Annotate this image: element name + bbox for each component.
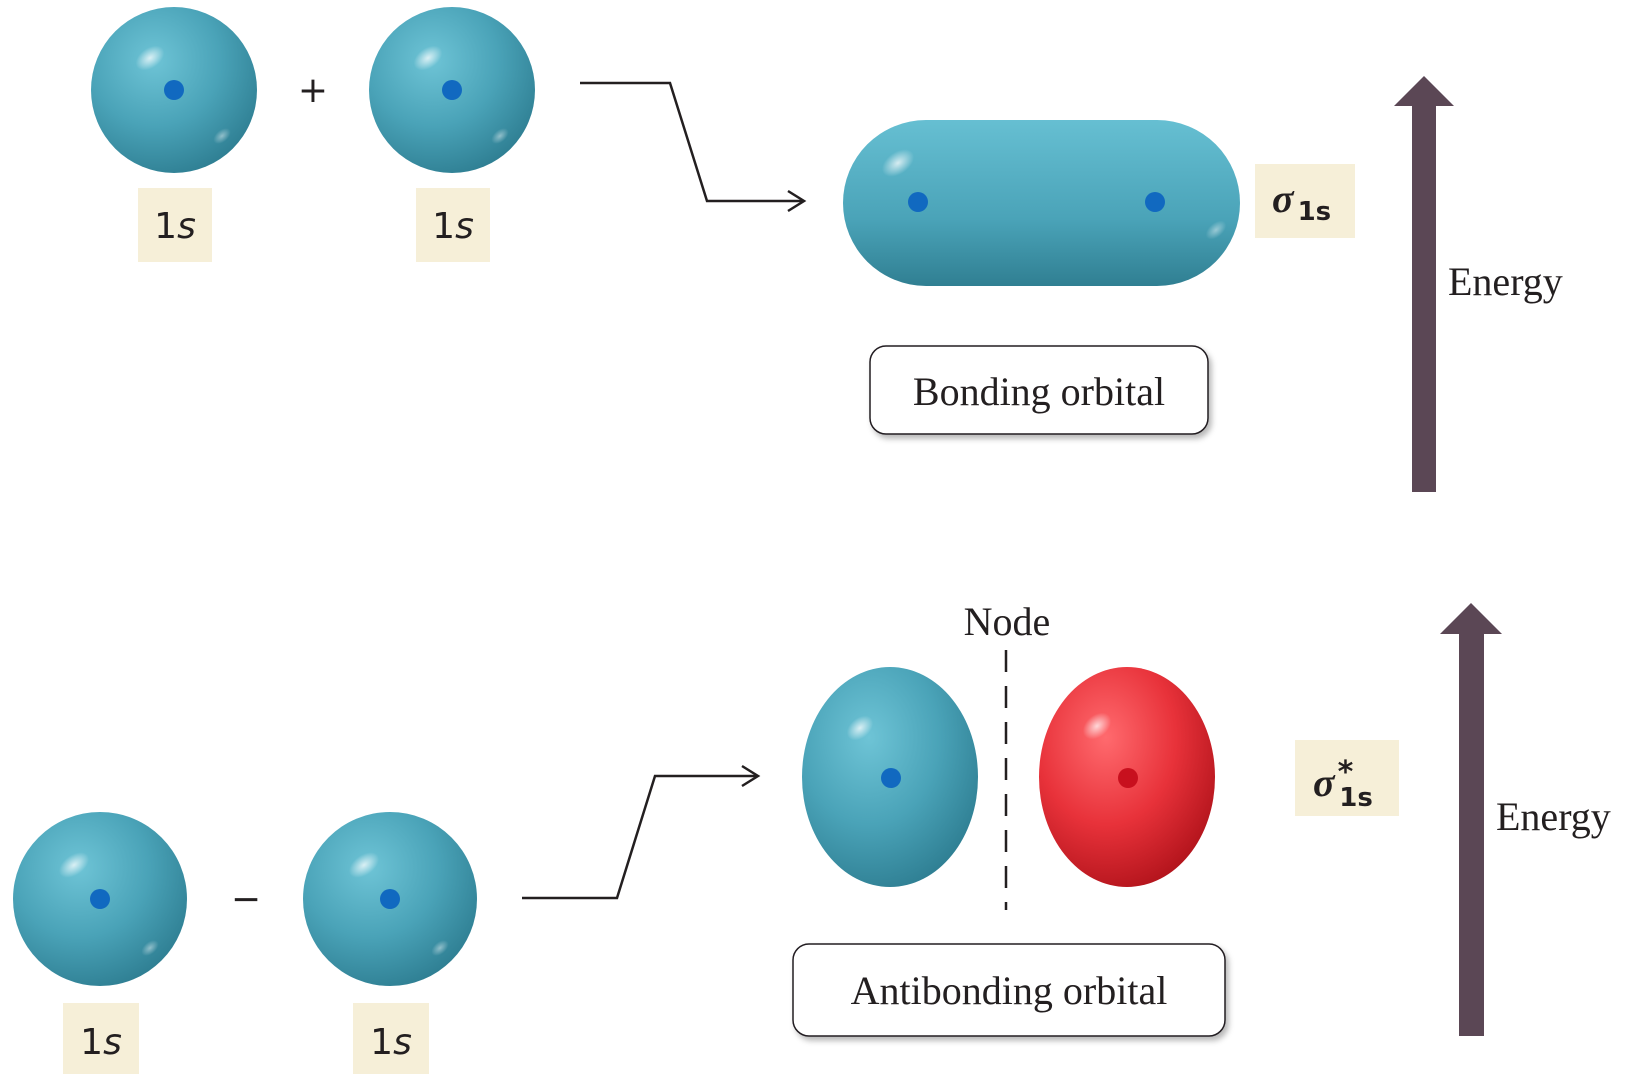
ao-label: 1s	[154, 206, 196, 247]
bonding-ao-left	[91, 7, 257, 173]
energy-label: Energy	[1448, 259, 1563, 304]
node-label: Node	[964, 599, 1051, 644]
antibonding-section: 1s − 1s Node	[13, 599, 1611, 1074]
orbital-highlight	[213, 128, 231, 144]
orbital-highlight	[491, 128, 509, 144]
nucleus	[380, 889, 400, 909]
orbital-highlight	[413, 45, 443, 71]
mo-superscript: *	[1338, 755, 1354, 790]
ao-label: 1s	[370, 1022, 412, 1063]
orbital-highlight	[135, 45, 165, 71]
caption-box	[792, 943, 1226, 1037]
nucleus	[881, 768, 901, 788]
bonding-caption: Bonding orbital	[913, 369, 1165, 414]
mo-label: σ*1s	[1313, 755, 1373, 813]
orbital-highlight	[58, 852, 90, 878]
energy-arrow	[1394, 76, 1454, 492]
energy-arrow	[1440, 603, 1502, 1036]
nucleus	[908, 192, 928, 212]
orbital-capsule	[843, 120, 1240, 286]
orbital-highlight	[1082, 712, 1112, 740]
energy-label: Energy	[1496, 794, 1611, 839]
orbital-highlight	[141, 940, 159, 956]
combination-arrow	[580, 81, 807, 213]
ao-label-number: 1	[80, 1022, 103, 1063]
antibonding-lobe-positive	[802, 667, 978, 887]
mo-symbol: σ	[1313, 760, 1336, 805]
bonding-molecular-orbital	[843, 120, 1240, 286]
ao-label: 1s	[80, 1022, 122, 1063]
mo-label-box	[1255, 164, 1355, 238]
nucleus	[90, 889, 110, 909]
antibonding-ao-left	[13, 812, 187, 986]
ao-label-sub: s	[103, 1022, 122, 1063]
ao-label-sub: s	[177, 206, 196, 247]
ao-label-box	[138, 188, 212, 262]
nucleus	[1118, 768, 1138, 788]
mo-subscript: 1s	[1339, 783, 1373, 813]
ao-label-box	[416, 188, 490, 262]
orbital-highlight	[1205, 220, 1227, 240]
ao-label-sub: s	[455, 206, 474, 247]
orbital-highlight	[881, 149, 915, 177]
antibonding-ao-right	[303, 812, 477, 986]
mo-label-box	[1295, 740, 1399, 816]
plus-operator: +	[298, 70, 328, 111]
ao-label-box	[353, 1003, 429, 1074]
combination-arrow	[522, 764, 761, 900]
ao-label: 1s	[432, 206, 474, 247]
bonding-ao-right	[369, 7, 535, 173]
ao-label-number: 1	[432, 206, 455, 247]
antibonding-caption: Antibonding orbital	[851, 968, 1168, 1013]
nucleus	[1145, 192, 1165, 212]
orbital-highlight	[431, 940, 449, 956]
ao-label-number: 1	[154, 206, 177, 247]
ao-label-number: 1	[370, 1022, 393, 1063]
ao-label-sub: s	[393, 1022, 412, 1063]
nucleus	[164, 80, 184, 100]
orbital-highlight	[846, 715, 874, 741]
minus-operator: −	[231, 879, 261, 920]
ao-label-box	[63, 1003, 139, 1074]
nucleus	[442, 80, 462, 100]
antibonding-lobe-negative	[1039, 667, 1215, 887]
mo-symbol: σ	[1272, 176, 1295, 221]
mo-subscript: 1s	[1298, 197, 1332, 227]
caption-box	[869, 345, 1209, 435]
orbital-highlight	[348, 852, 380, 878]
